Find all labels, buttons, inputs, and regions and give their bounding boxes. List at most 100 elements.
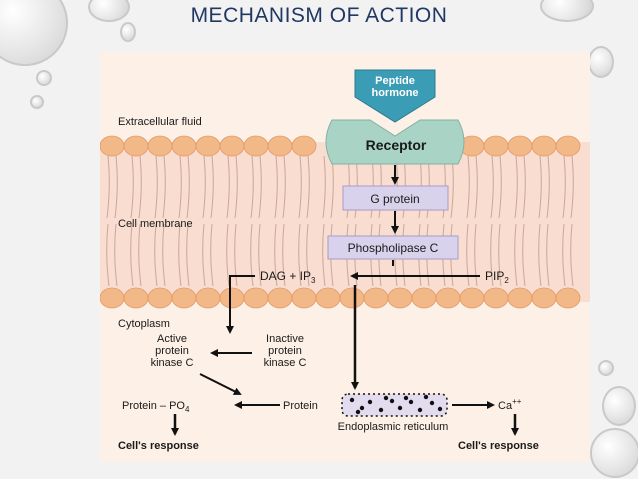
lipid-head [123, 135, 149, 157]
label-cell-membrane: Cell membrane [118, 218, 193, 230]
lipid-tail [210, 155, 214, 219]
lipid-tail [274, 155, 278, 219]
lipid-tail [306, 223, 310, 287]
peptide-hormone-shape [354, 69, 436, 123]
lipid-tail [498, 223, 502, 287]
lipid-head [243, 287, 269, 309]
inactive-pkc-line2: protein [268, 345, 302, 357]
lipid-tail [178, 223, 182, 287]
label-extracellular: Extracellular fluid [118, 116, 202, 128]
lipid-tail [522, 223, 526, 287]
lipid-head [267, 287, 293, 309]
endoplasmic-reticulum-shape [341, 393, 448, 417]
cells-response-right: Cell's response [458, 440, 539, 452]
er-calcium-dot [429, 400, 435, 406]
lipid-heads-inner [100, 287, 581, 309]
arrow-dag-to-active-pkc [226, 275, 255, 334]
lipid-head [387, 287, 413, 309]
er-calcium-dot [389, 398, 395, 404]
lipid-tail [490, 223, 494, 287]
lipid-tail [514, 155, 518, 219]
lipid-head [171, 287, 197, 309]
lipid-tail [162, 155, 166, 219]
lipid-tail [546, 155, 550, 219]
lipid-head [459, 287, 485, 309]
decor-bubble [598, 360, 614, 376]
lipid-head [100, 135, 125, 157]
er-calcium-dot [383, 395, 389, 401]
lipid-head [315, 287, 341, 309]
inactive-pkc-line1: Inactive [266, 333, 304, 345]
lipid-tail [466, 223, 470, 287]
lipid-tail [258, 223, 262, 287]
lipid-tail [282, 155, 286, 219]
lipid-head [531, 287, 557, 309]
hormone-label-2: hormone [371, 87, 418, 99]
ca-label: Ca++ [498, 397, 522, 412]
lipid-tail [474, 223, 478, 287]
lipid-tail [226, 155, 230, 219]
er-calcium-dot [408, 399, 414, 405]
er-label: Endoplasmic reticulum [338, 421, 449, 433]
lipid-tail [298, 223, 302, 287]
lipid-tail [250, 155, 254, 219]
phospholipase-c-label: Phospholipase C [348, 241, 439, 255]
er-calcium-dot [423, 394, 429, 400]
er-calcium-dot [359, 405, 365, 411]
lipid-tail [106, 155, 110, 219]
lipid-tail [546, 223, 550, 287]
lipid-head [100, 287, 125, 309]
lipid-head [363, 287, 389, 309]
lipid-head [435, 287, 461, 309]
active-pkc-line3: kinase C [151, 357, 194, 369]
lipid-tail [234, 155, 238, 219]
lipid-tail [514, 223, 518, 287]
lipid-head [123, 287, 149, 309]
lipid-tail [210, 223, 214, 287]
lipid-tail [570, 155, 574, 219]
lipid-tail [538, 155, 542, 219]
lipid-tail [474, 155, 478, 219]
g-protein-label: G protein [370, 192, 419, 206]
pip2-label: PIP2 [485, 269, 509, 285]
lipid-tail [538, 223, 542, 287]
lipid-tail [154, 155, 158, 219]
lipid-head [147, 287, 173, 309]
er-calcium-dot [349, 397, 355, 403]
lipid-tail [138, 155, 142, 219]
g-protein-box [342, 185, 449, 211]
lipid-tail [490, 155, 494, 219]
lipid-head [219, 287, 245, 309]
lipid-tail [202, 223, 206, 287]
lipid-head [147, 135, 173, 157]
lipid-head [507, 135, 533, 157]
er-calcium-dot [367, 399, 373, 405]
decor-bubble [590, 428, 638, 478]
decor-bubble [30, 95, 44, 109]
lipid-tail [274, 223, 278, 287]
lipid-head [555, 287, 581, 309]
lipid-tail [202, 155, 206, 219]
er-calcium-dot [355, 409, 361, 415]
decor-bubble [602, 386, 636, 426]
receptor-label: Receptor [366, 137, 427, 153]
active-pkc-line2: protein [155, 345, 189, 357]
lipid-tail [130, 155, 134, 219]
lipid-tail [570, 223, 574, 287]
lipid-tail [154, 223, 158, 287]
lipid-head [411, 287, 437, 309]
lipid-tail [282, 223, 286, 287]
lipid-tail [250, 223, 254, 287]
lipid-head [171, 135, 197, 157]
lipid-head [555, 135, 581, 157]
lipid-tail [298, 155, 302, 219]
lipid-tail [186, 155, 190, 219]
lipid-heads-outer [100, 135, 581, 157]
lipid-head [531, 135, 557, 157]
cells-response-left: Cell's response [118, 440, 199, 452]
hormone-pathway-diagram: Extracellular fluid Cell membrane Cytopl… [100, 52, 590, 462]
lipid-tail [138, 223, 142, 287]
er-calcium-dot [437, 406, 443, 412]
er-calcium-dot [403, 395, 409, 401]
lipid-tail [322, 155, 326, 219]
